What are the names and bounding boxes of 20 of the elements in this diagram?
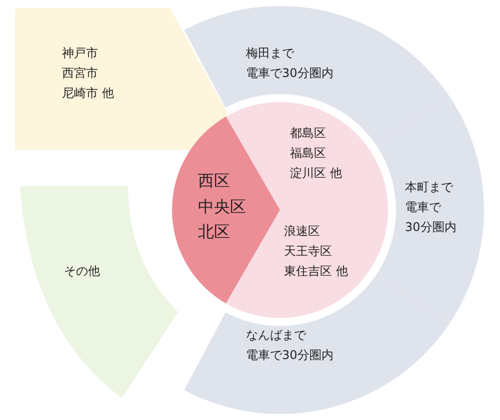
area-label: 電車で30分圏内 [246,64,334,82]
area-label: 30分圏内 [405,218,456,236]
area-label: 西区 [198,170,231,192]
area-label: 本町まで [405,179,454,196]
area-label: 尼崎市 他 [62,84,114,102]
area-label: 神戸市 [62,45,99,62]
area-label: 東住吉区 他 [284,262,348,280]
area-label: 梅田まで [246,45,296,62]
area-label: その他 [64,263,100,280]
area-label: 福島区 [290,144,327,162]
area-label: 都島区 [290,125,327,142]
area-label: 電車で30分圏内 [246,346,334,364]
area-label: 北区 [198,221,231,244]
area-label: 天王寺区 [284,242,333,260]
area-label: 浪速区 [284,223,321,240]
area-label: 電車で [405,198,442,216]
area-label: 西宮市 [62,64,99,82]
area-label: 淀川区 他 [290,164,342,182]
area-label: 中央区 [198,196,246,218]
area-label: なんばまで [246,327,308,344]
